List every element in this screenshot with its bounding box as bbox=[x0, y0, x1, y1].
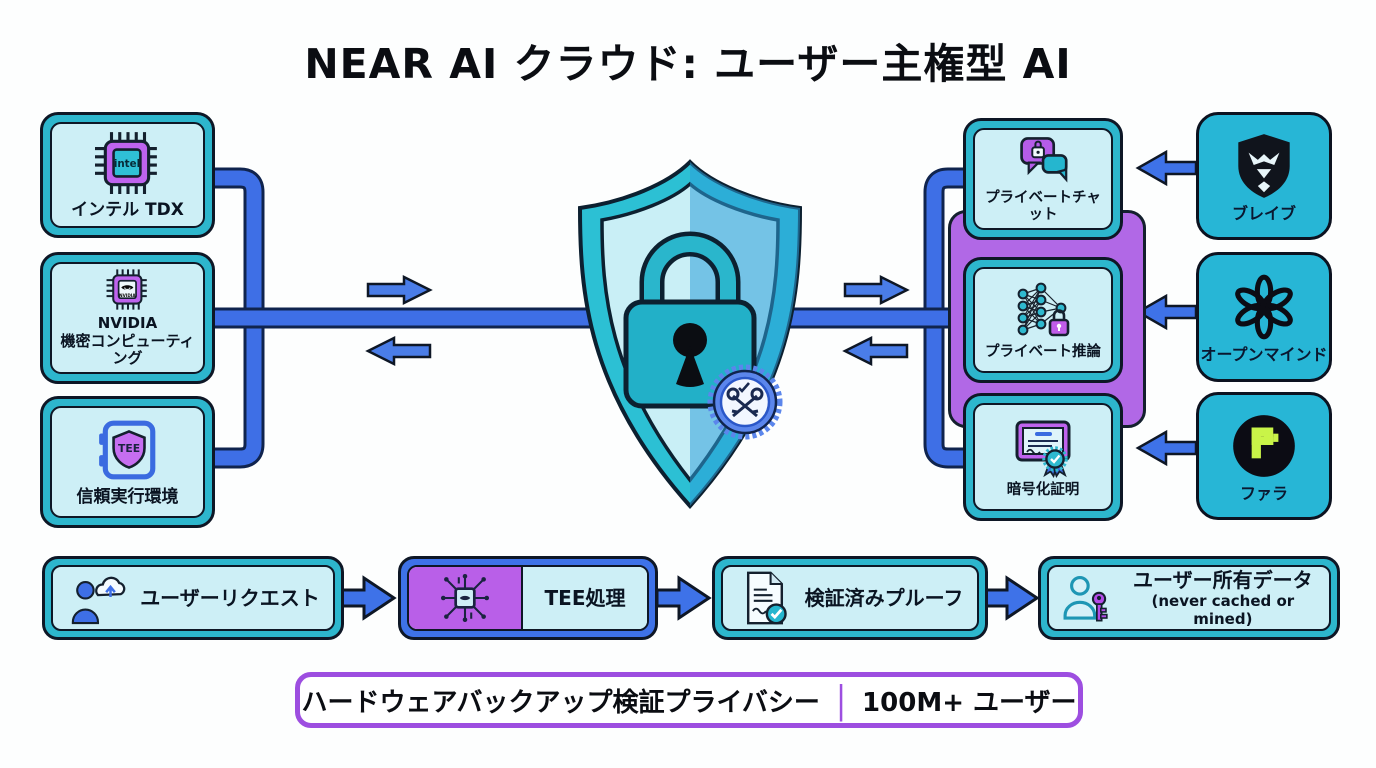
svg-text:NVIDIA: NVIDIA bbox=[119, 293, 136, 298]
nvidia-chip-icon: NVIDIA bbox=[106, 269, 147, 310]
module-intel-tdx: intel インテル TDX bbox=[40, 112, 215, 238]
flow-label-stack: ユーザー所有データ (never cached or mined) bbox=[1127, 567, 1319, 628]
module-tee: TEE 信頼実行環境 bbox=[40, 396, 215, 528]
neural-network-lock-icon bbox=[1017, 283, 1070, 337]
banner-divider: | bbox=[835, 678, 847, 722]
svg-text:TEE: TEE bbox=[117, 442, 139, 455]
summary-banner: ハードウェアバックアップ検証プライバシー | 100M+ ユーザー bbox=[295, 672, 1083, 728]
flow-sublabel: (never cached or mined) bbox=[1151, 591, 1295, 628]
flow-label: 検証済みプルーフ bbox=[804, 585, 964, 610]
banner-features-text: ハードウェアバックアップ検証プライバシー bbox=[301, 687, 820, 718]
feature-encrypted-proof: 暗号化証明 bbox=[963, 393, 1123, 521]
flow-user-request: ユーザーリクエスト bbox=[42, 556, 344, 640]
arrow-shield-to-right-icon bbox=[843, 275, 909, 305]
arrow-openmind-icon bbox=[1136, 294, 1198, 330]
flow-arrow-2-icon bbox=[655, 576, 711, 620]
arrow-shield-to-left-icon bbox=[366, 336, 432, 366]
partner-brave: ブレイブ bbox=[1196, 112, 1332, 240]
arrow-brave-icon bbox=[1136, 150, 1198, 186]
module-label: インテル TDX bbox=[71, 199, 184, 220]
partner-openmind: オープンマインド bbox=[1196, 252, 1332, 382]
verified-document-icon bbox=[746, 571, 787, 625]
feature-label: プライベートチャット bbox=[985, 189, 1101, 223]
flow-arrow-1-icon bbox=[340, 576, 396, 620]
partner-label: ファラ bbox=[1239, 483, 1288, 503]
feature-private-inference: プライベート推論 bbox=[963, 257, 1123, 383]
module-nvidia-cc: NVIDIA NVIDIA 機密コンピューティング bbox=[40, 252, 215, 384]
certificate-icon bbox=[1015, 420, 1071, 479]
arrow-phala-icon bbox=[1136, 430, 1198, 466]
banner-users-text: 100M+ ユーザー bbox=[862, 687, 1077, 718]
tee-chip-cell bbox=[409, 567, 523, 629]
svg-text:intel: intel bbox=[113, 158, 139, 170]
flow-label: ユーザーリクエスト bbox=[140, 585, 320, 610]
module-label: NVIDIA 機密コンピューティング bbox=[60, 313, 195, 368]
privacy-shield-icon bbox=[577, 159, 803, 509]
user-upload-icon bbox=[71, 576, 126, 625]
flow-verified-proof: 検証済みプルーフ bbox=[712, 556, 988, 640]
phala-p-icon: P bbox=[1233, 414, 1295, 477]
partner-label: ブレイブ bbox=[1231, 203, 1296, 223]
arrow-right-to-shield-icon bbox=[843, 336, 909, 366]
flow-tee-processing: TEE処理 bbox=[398, 556, 658, 640]
page-title: NEAR AI クラウド: ユーザー主権型 AI bbox=[304, 40, 1072, 88]
brave-lion-icon bbox=[1238, 133, 1290, 198]
flow-arrow-3-icon bbox=[983, 576, 1039, 620]
flow-label: ユーザー所有データ bbox=[1133, 567, 1313, 592]
partner-label: オープンマインド bbox=[1200, 344, 1328, 364]
feature-label: プライベート推論 bbox=[985, 344, 1101, 361]
intel-chip-icon: intel bbox=[94, 132, 157, 194]
flow-user-owned-data: ユーザー所有データ (never cached or mined) bbox=[1038, 556, 1340, 640]
private-chat-icon bbox=[1020, 137, 1068, 183]
module-label: 信頼実行環境 bbox=[76, 486, 179, 507]
user-key-icon bbox=[1063, 575, 1108, 622]
flow-label: TEE処理 bbox=[544, 585, 626, 610]
tee-safe-icon: TEE bbox=[98, 420, 155, 480]
feature-private-chat: プライベートチャット bbox=[963, 118, 1123, 240]
partner-phala: P ファラ bbox=[1196, 392, 1332, 520]
openai-knot-icon bbox=[1235, 274, 1293, 339]
arrow-left-to-shield-icon bbox=[366, 275, 432, 305]
feature-label: 暗号化証明 bbox=[1006, 482, 1080, 499]
circuit-chip-icon bbox=[440, 573, 490, 623]
